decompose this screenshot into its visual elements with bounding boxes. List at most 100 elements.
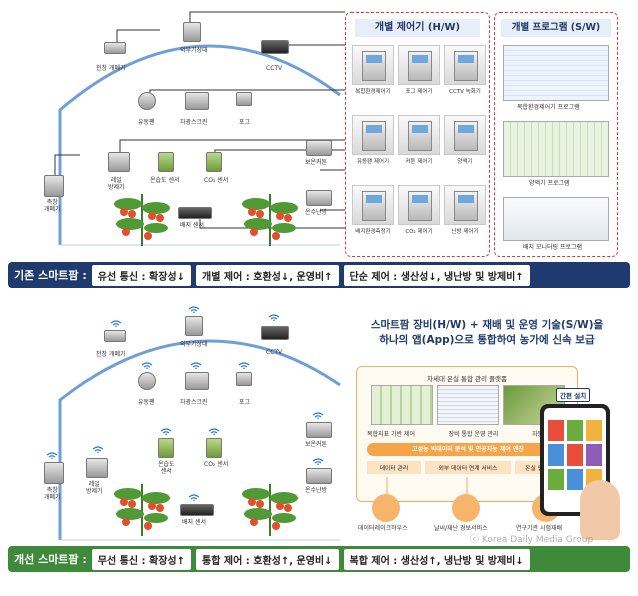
shade-screen-label: 차광스크린 (180, 119, 208, 126)
app-tile[interactable] (567, 420, 583, 442)
fog-device (236, 372, 252, 386)
heater-device (306, 190, 332, 206)
hw-controller-photo (398, 45, 440, 85)
wired-line (189, 11, 345, 30)
wired-line (54, 154, 80, 180)
hw-controller-caption: 복합환경제어기 (355, 89, 391, 95)
cctv-device (261, 326, 289, 340)
wifi-icon (188, 494, 200, 501)
insulation-curtain-device (306, 422, 332, 438)
hw-controller-item: CO₂ 제어기 (398, 185, 440, 235)
sw-screenshot-root (503, 197, 609, 241)
cctv-label: CCTV (266, 349, 283, 356)
sw-screenshot-complex (503, 45, 609, 101)
hw-controller-caption: 포그 제어기 (405, 89, 433, 95)
side-vent-device (44, 462, 64, 484)
wifi-icon (46, 452, 58, 459)
sw-panel-title: 개별 프로그램 (S/W) (501, 19, 611, 37)
ceiling-vent-device (104, 330, 126, 342)
rail-vent-label: 레일 방제기 (86, 481, 103, 495)
temp-humid-sensor-device (158, 152, 174, 172)
hw-controller-item: 난방 제어기 (444, 185, 486, 235)
headline-line-1: 스마트팜 장비(H/W) + 재배 및 운영 기술(S/W)을 (370, 319, 604, 331)
weather-station-device (183, 22, 201, 42)
watermark: ⓒ Korea Daily Media Group (470, 535, 594, 545)
co2-sensor-label: CO₂ 센서 (204, 177, 229, 184)
wifi-icon (110, 320, 122, 327)
existing-smartfarm-section: 천창 개폐기 외부기상대 CCTV 유동팬 차광스크린 포그 레일 방제기 온습… (0, 0, 638, 290)
rail-vent-device (108, 152, 130, 172)
temp-humid-sensor-device (158, 438, 174, 458)
wifi-icon (312, 458, 324, 465)
datalake-label: 데이터레이크하우스 (358, 525, 408, 532)
sw-program-panel: 개별 프로그램 (S/W) 복합환경제어기 프로그램 양액기 프로그램 배지 모… (494, 12, 618, 257)
platform-row-1: 복합지표 기반 제어 장비 통합 운영 관리 자동 진단 관리 (367, 429, 569, 438)
weather-alert-icon (452, 494, 480, 522)
app-grid (548, 420, 602, 490)
hw-controller-caption: 유동팬 제어기 (356, 159, 390, 165)
cctv-label: CCTV (266, 65, 283, 72)
headline-line-2: 하나의 앱(App)으로 통합하여 농가에 신속 보급 (379, 334, 595, 346)
weather-station-label: 외부기상대 (180, 341, 208, 348)
weather-station-label: 외부기상대 (180, 47, 208, 54)
hw-controller-item: 복합환경제어기 (352, 45, 394, 95)
fan-label: 유동팬 (138, 399, 155, 406)
existing-banner: 기존 스마트팜 : 유선 통신 : 확장성↓ 개별 제어 : 호환성↓, 운영비… (8, 262, 630, 288)
side-vent-label: 측창 개폐기 (44, 487, 61, 501)
improved-chip-composite: 복합 제어 : 생산성↑, 냉난방 및 방제비↓ (343, 548, 530, 570)
hw-controller-photo (352, 45, 394, 85)
wifi-icon (208, 428, 220, 435)
wifi-icon (141, 362, 153, 369)
hw-controller-photo (444, 45, 486, 85)
cctv-device (261, 40, 289, 54)
app-tile[interactable] (548, 468, 564, 490)
side-vent-device (44, 175, 64, 197)
app-tile[interactable] (567, 468, 583, 490)
app-tile[interactable] (567, 444, 583, 466)
hw-controller-photo (398, 185, 440, 225)
wired-line (199, 215, 345, 229)
sw-caption: 양액기 프로그램 (529, 180, 570, 187)
rail-vent-device (86, 458, 108, 478)
app-tile[interactable] (586, 420, 602, 442)
app-tile[interactable] (548, 420, 564, 442)
app-tile[interactable] (586, 444, 602, 466)
hw-controller-item: CCTV 녹화기 (444, 45, 486, 95)
hw-controller-photo (398, 115, 440, 155)
hw-controller-item: 배지환경측정기 (352, 185, 394, 235)
wifi-icon (268, 314, 280, 321)
shade-screen-device (185, 372, 209, 390)
shade-screen-label: 차광스크린 (180, 399, 208, 406)
hw-panel-title: 개별 제어기 (H/W) (355, 19, 480, 37)
easy-install-badge: 간편 설치 (556, 388, 591, 402)
co2-sensor-device (206, 152, 222, 172)
improved-banner: 개선 스마트팜 : 무선 통신 : 확장성↑ 통합 제어 : 호환성↑, 운영비… (8, 546, 630, 572)
hw-controller-caption: 난방 제어기 (451, 229, 479, 235)
hw-controller-caption: 양액기 (457, 159, 473, 165)
root-sensor-label: 배지 센서 (182, 519, 206, 526)
sw-caption: 복합환경제어기 프로그램 (517, 104, 580, 111)
fog-label: 포그 (239, 119, 251, 126)
heater-label: 온수난방 (305, 209, 328, 216)
existing-chip-individual: 개별 제어 : 호환성↓, 운영비↑ (196, 264, 339, 286)
sw-caption: 배지 모니터링 프로그램 (523, 244, 583, 251)
temp-humid-sensor-label: 온습도 센서 (158, 461, 175, 475)
tomato-plant (114, 484, 170, 536)
existing-chip-wired: 유선 통신 : 확장성↓ (91, 264, 192, 286)
sw-screenshot-nutrient (503, 121, 609, 177)
app-tile[interactable] (548, 444, 564, 466)
platform-screens (371, 385, 565, 425)
research-label: 연구기관 시험재배 (516, 525, 563, 532)
fan-device (138, 372, 156, 390)
hw-controller-caption: CO₂ 제어기 (405, 229, 433, 235)
co2-sensor-label: CO₂ 센서 (204, 461, 229, 468)
wired-line (116, 29, 160, 45)
root-sensor-label: 배지 센서 (180, 222, 204, 229)
feature-external-data: 외부 데이터 연계 서비스 (424, 461, 512, 474)
fog-device (236, 92, 252, 106)
greenhouse-frame-bottom (58, 339, 341, 541)
hw-controller-photo (444, 115, 486, 155)
greenhouse-arc (58, 44, 341, 245)
tomato-plant (242, 194, 298, 246)
